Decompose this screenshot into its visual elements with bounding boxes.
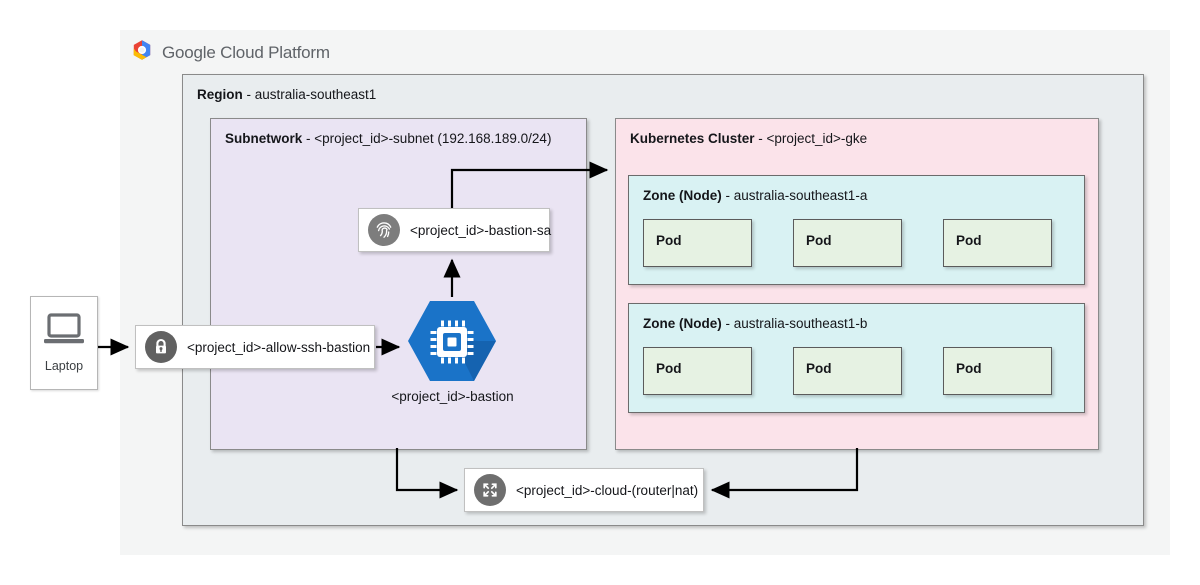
subnetwork-title: Subnetwork - <project_id>-subnet (192.16…: [225, 131, 551, 146]
zone-b-title-value: - australia-southeast1-b: [721, 316, 868, 331]
bastion-vm-node[interactable]: [404, 297, 500, 385]
cluster-title-label: Kubernetes Cluster: [630, 131, 755, 146]
laptop-node[interactable]: Laptop: [30, 296, 98, 390]
pod-label: Pod: [806, 233, 832, 248]
pod-label: Pod: [656, 233, 682, 248]
zone-node-b-container: Zone (Node) - australia-southeast1-b Pod…: [628, 303, 1085, 413]
cloud-router-nat-label: <project_id>-cloud-(router|nat): [516, 482, 699, 498]
gcp-brand-text: Google Cloud Platform: [162, 43, 330, 63]
laptop-icon: [42, 313, 86, 352]
region-title-label: Region: [197, 87, 243, 102]
zone-a-title-value: - australia-southeast1-a: [721, 188, 868, 203]
four-arrows-expand-icon: [474, 474, 506, 506]
cloud-router-nat-node[interactable]: <project_id>-cloud-(router|nat): [464, 468, 704, 512]
firewall-rule-label: <project_id>-allow-ssh-bastion: [187, 339, 371, 355]
bastion-vm-label: <project_id>-bastion: [391, 389, 514, 404]
firewall-rule-node[interactable]: <project_id>-allow-ssh-bastion: [135, 325, 375, 369]
pod-label: Pod: [956, 233, 982, 248]
pod-label: Pod: [806, 361, 832, 376]
pod-item[interactable]: Pod: [943, 219, 1052, 267]
bastion-service-account-label: <project_id>-bastion-sa: [410, 222, 552, 238]
pod-label: Pod: [956, 361, 982, 376]
laptop-label: Laptop: [44, 359, 84, 373]
gcp-brand-suffix: Cloud Platform: [220, 42, 330, 62]
pod-item[interactable]: Pod: [793, 347, 902, 395]
fingerprint-icon: [368, 214, 400, 246]
cluster-title-value: - <project_id>-gke: [754, 131, 868, 146]
pod-item[interactable]: Pod: [643, 347, 752, 395]
pod-label: Pod: [656, 361, 682, 376]
gcp-brand-google: Google: [162, 42, 216, 62]
bastion-service-account-node[interactable]: <project_id>-bastion-sa: [358, 208, 552, 252]
lock-icon: [145, 331, 177, 363]
zone-b-title: Zone (Node) - australia-southeast1-b: [643, 316, 867, 331]
gcp-brand: Google Cloud Platform: [130, 38, 330, 67]
zone-a-title-label: Zone (Node): [643, 188, 722, 203]
subnetwork-title-value: - <project_id>-subnet (192.168.189.0/24): [302, 131, 552, 146]
cluster-title: Kubernetes Cluster - <project_id>-gke: [630, 131, 867, 146]
compute-engine-cpu-icon: [408, 301, 496, 381]
pod-item[interactable]: Pod: [643, 219, 752, 267]
zone-b-title-label: Zone (Node): [643, 316, 722, 331]
zone-node-a-container: Zone (Node) - australia-southeast1-a Pod…: [628, 175, 1085, 285]
pod-item[interactable]: Pod: [793, 219, 902, 267]
region-title: Region - australia-southeast1: [197, 87, 376, 102]
pod-item[interactable]: Pod: [943, 347, 1052, 395]
region-title-value: - australia-southeast1: [242, 87, 377, 102]
zone-a-title: Zone (Node) - australia-southeast1-a: [643, 188, 867, 203]
google-cloud-hexagon-logo-icon: [130, 38, 154, 67]
subnetwork-title-label: Subnetwork: [225, 131, 303, 146]
